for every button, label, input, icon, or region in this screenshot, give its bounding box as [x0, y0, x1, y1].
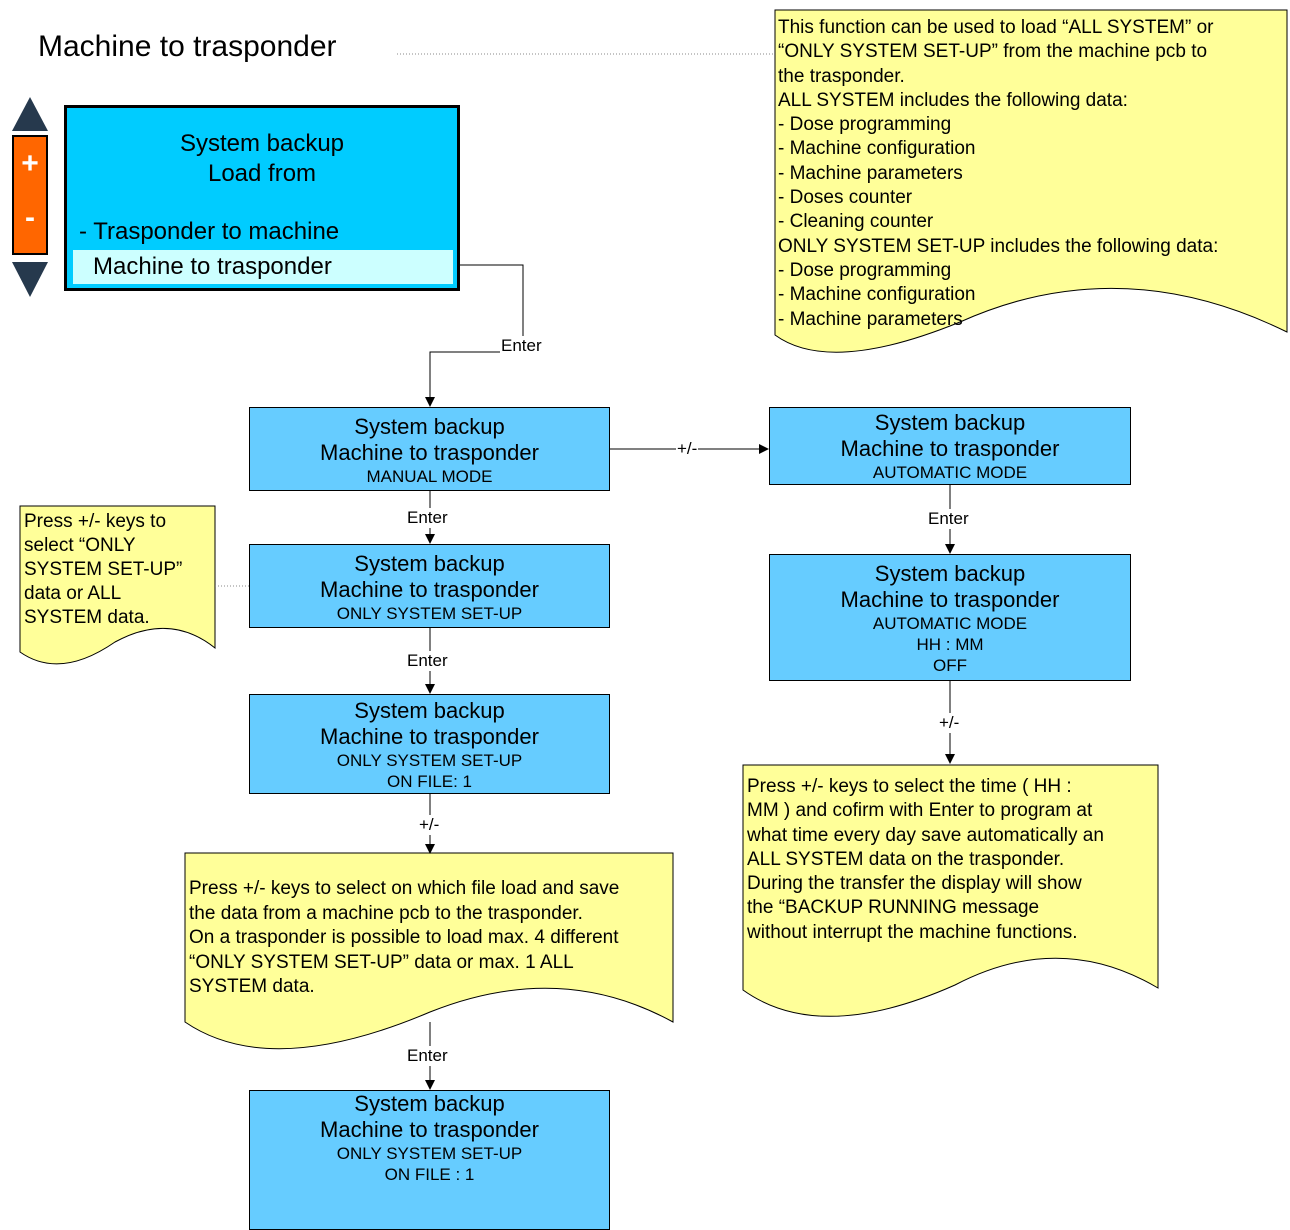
select-file-note: Press +/- keys to select on which file l…	[189, 877, 619, 1000]
box-line: Machine to trasponder	[320, 1117, 539, 1142]
lcd-line-2: Load from	[207, 160, 317, 187]
box-line: Machine to trasponder	[840, 587, 1060, 612]
note-line: select “ONLY	[24, 535, 136, 556]
automatic-time-box: System backup Machine to trasponder AUTO…	[769, 554, 1131, 681]
lcd-option-trasponder-to-machine: - Trasponder to machine	[79, 218, 340, 245]
lcd-display: System backup Load from - Trasponder to …	[64, 105, 460, 291]
box-line: Machine to trasponder	[840, 436, 1060, 461]
box-line: Machine to trasponder	[320, 724, 539, 749]
info-note: This function can be used to load “ALL S…	[778, 16, 1218, 332]
info-note-line: - Machine configuration	[778, 138, 976, 160]
plus-minus-label: +/-	[676, 439, 699, 459]
info-note-line: This function can be used to load “ALL S…	[778, 17, 1214, 38]
box-line: System backup	[354, 698, 505, 723]
page-title: Machine to trasponder	[38, 30, 337, 63]
lcd-line-1: System backup	[179, 130, 345, 157]
note-line: “ONLY SYSTEM SET-UP” data or max. 1 ALL	[189, 951, 574, 973]
only-setup-box: System backup Machine to trasponder ONLY…	[249, 544, 610, 628]
note-line: Press +/- keys to	[24, 511, 167, 532]
note-line: what time every day save automatically a…	[747, 824, 1104, 846]
lcd-option-machine-to-trasponder: Machine to trasponder	[73, 250, 453, 284]
info-note-line: - Dose programming	[778, 259, 952, 281]
select-data-note-shape	[19, 505, 216, 665]
box-line: ONLY SYSTEM SET-UP	[336, 604, 523, 623]
box-line: System backup	[354, 1091, 505, 1116]
box-line: HH : MM	[916, 635, 984, 654]
enter-label: Enter	[406, 1046, 449, 1066]
plus-minus-label: +/-	[418, 815, 441, 835]
manual-mode-box: System backup Machine to trasponder MANU…	[249, 407, 610, 491]
note-line: SYSTEM SET-UP”	[24, 559, 183, 580]
info-note-line: - Machine parameters	[778, 162, 963, 184]
note-line: On a trasponder is possible to load max.…	[189, 927, 619, 948]
box-line: ON FILE: 1	[386, 772, 473, 791]
box-line: Machine to trasponder	[320, 577, 539, 602]
box-line: System backup	[354, 414, 505, 439]
select-time-note: Press +/- keys to select the time ( HH :…	[747, 775, 1104, 945]
box-line: Machine to trasponder	[320, 440, 539, 465]
note-line: SYSTEM data.	[24, 607, 150, 628]
select-file-note-shape	[184, 852, 674, 1050]
backup-running-box: System backup Machine to trasponder ONLY…	[249, 1090, 610, 1230]
note-line: the “BACKUP RUNNING message	[747, 897, 1040, 919]
note-line: SYSTEM data.	[189, 976, 315, 997]
note-line: data or ALL	[24, 583, 122, 604]
info-note-line: the trasponder.	[778, 65, 905, 87]
info-note-line: - Doses counter	[778, 187, 913, 209]
plus-minus-label: +/-	[938, 713, 961, 733]
note-line: without interrupt the machine functions.	[747, 921, 1078, 943]
box-line: System backup	[874, 561, 1026, 586]
info-note-line: ONLY SYSTEM SET-UP includes the followin…	[778, 235, 1219, 257]
box-line: ONLY SYSTEM SET-UP	[336, 1144, 523, 1163]
plus-minus-key[interactable]: + -	[12, 135, 48, 255]
enter-label: Enter	[406, 651, 449, 671]
info-note-shape	[774, 9, 1288, 353]
note-line: the data from a machine pcb to the trasp…	[189, 902, 583, 924]
note-line: ALL SYSTEM data on the trasponder.	[747, 848, 1065, 870]
info-note-line: ALL SYSTEM includes the following data:	[778, 89, 1128, 111]
enter-label: Enter	[927, 509, 970, 529]
lcd-option-selected-label: Machine to trasponder	[93, 253, 332, 280]
box-line: ONLY SYSTEM SET-UP	[336, 751, 523, 770]
minus-key-label: -	[25, 201, 35, 234]
down-arrow-icon	[12, 262, 48, 297]
info-note-line: - Machine configuration	[778, 284, 976, 306]
enter-label: Enter	[500, 336, 543, 356]
info-note-line: - Cleaning counter	[778, 211, 934, 233]
up-arrow-icon	[12, 97, 48, 131]
note-line: Press +/- keys to select the time ( HH :	[747, 776, 1072, 797]
on-file-box: System backup Machine to trasponder ONLY…	[249, 694, 610, 794]
plus-key-label: +	[21, 147, 39, 180]
box-line: System backup	[354, 551, 505, 576]
box-line: ON FILE : 1	[384, 1165, 475, 1184]
info-note-line: “ONLY SYSTEM SET-UP” from the machine pc…	[778, 41, 1208, 63]
box-line: MANUAL MODE	[366, 467, 493, 486]
select-time-note-shape	[742, 764, 1159, 1017]
automatic-mode-box: System backup Machine to trasponder AUTO…	[769, 407, 1131, 485]
box-line: OFF	[933, 656, 967, 675]
note-line: Press +/- keys to select on which file l…	[189, 878, 620, 899]
info-note-line: - Dose programming	[778, 114, 952, 136]
box-line: System backup	[874, 410, 1026, 435]
info-note-line: - Machine parameters	[778, 308, 963, 330]
box-line: AUTOMATIC MODE	[872, 463, 1028, 482]
note-line: MM ) and cofirm with Enter to program at	[747, 800, 1093, 822]
keypad: + -	[12, 97, 48, 297]
note-line: During the transfer the display will sho…	[747, 873, 1082, 895]
box-line: AUTOMATIC MODE	[872, 614, 1028, 633]
enter-label: Enter	[406, 508, 449, 528]
select-data-note: Press +/- keys to select “ONLY SYSTEM SE…	[24, 510, 182, 630]
